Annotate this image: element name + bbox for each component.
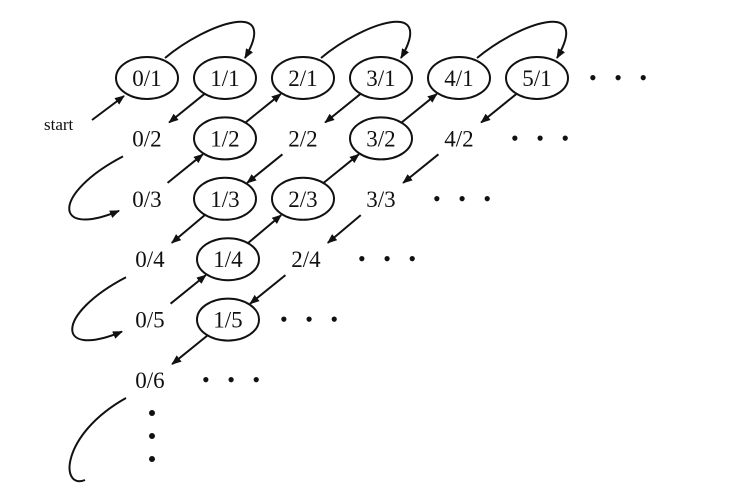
node-2-2: 2/2: [288, 126, 317, 151]
node-label: 0/4: [135, 247, 165, 272]
node-1-5: 1/5: [196, 297, 260, 342]
node-4-2: 4/2: [444, 126, 473, 151]
diagonal-arrow: [400, 93, 438, 124]
node-0-1: 0/1: [115, 56, 179, 100]
start-label: start: [44, 115, 74, 134]
node-circle: [193, 56, 257, 100]
node-circle: [193, 116, 257, 161]
node-label: 1/4: [213, 247, 243, 272]
diagonal-arrow: [322, 153, 360, 184]
node-label: 3/2: [366, 126, 395, 151]
row-ellipsis: • • •: [280, 307, 344, 332]
node-label: 0/1: [132, 66, 161, 91]
node-label: 4/2: [444, 126, 473, 151]
diagonal-arrow: [247, 214, 282, 244]
node-circle: [505, 56, 569, 100]
node-label: 0/3: [132, 187, 161, 212]
node-label: 2/4: [291, 247, 321, 272]
node-0-2: 0/2: [132, 126, 161, 151]
row-ellipsis: • • •: [433, 186, 497, 211]
node-3-1: 3/1: [349, 56, 413, 100]
diagonal-arrow: [324, 93, 362, 124]
node-2-3: 2/3: [271, 176, 335, 221]
node-circle: [193, 176, 257, 221]
top-arc-arrow: [320, 20, 412, 59]
row-ellipsis: • • •: [589, 65, 653, 90]
node-1-4: 1/4: [196, 237, 260, 282]
node-label: 1/2: [210, 126, 239, 151]
diagonal-arrow: [168, 93, 206, 124]
left-arc-arrow: [68, 155, 124, 221]
continuing-arc: [68, 397, 127, 483]
node-label: 2/1: [288, 66, 317, 91]
node-0-3: 0/3: [132, 187, 161, 212]
node-circle: [427, 56, 491, 100]
node-1-3: 1/3: [193, 176, 257, 221]
node-label: 5/1: [522, 66, 551, 91]
diagonal-arrow: [402, 153, 440, 184]
node-label: 3/3: [366, 187, 395, 212]
diagonal-arrow: [480, 93, 518, 124]
node-circle: [196, 237, 260, 282]
node-label: 0/2: [132, 126, 161, 151]
diagonal-arrow: [246, 153, 284, 184]
diagonal-arrow: [169, 274, 207, 305]
node-circle: [115, 56, 179, 100]
row-ellipsis: • • •: [358, 246, 422, 271]
node-1-2: 1/2: [193, 116, 257, 161]
node-circle: [196, 297, 260, 342]
top-arc-arrow: [164, 20, 256, 59]
node-circle: [271, 56, 335, 100]
node-circle: [349, 56, 413, 100]
diagonal-arrow: [171, 214, 206, 244]
node-label: 4/1: [444, 66, 473, 91]
node-label: 1/5: [213, 308, 242, 333]
node-5-1: 5/1: [505, 56, 569, 100]
node-label: 3/1: [366, 66, 395, 91]
top-arc-arrow: [476, 20, 568, 59]
node-label: 0/5: [135, 308, 164, 333]
node-4-1: 4/1: [427, 56, 491, 100]
node-circle: [271, 176, 335, 221]
left-arc-arrow: [71, 276, 127, 342]
arrows: [68, 20, 568, 483]
diagonal-arrow: [244, 93, 282, 124]
node-2-4: 2/4: [291, 247, 321, 272]
diagonal-arrow: [327, 214, 362, 244]
row-ellipsis: • • •: [202, 367, 266, 392]
nodes: 0/1 1/1 2/1 3/1 4/1 5/1 0/2 1/2 2/2 3/2 4/2 0/3 1/3 2…: [115, 56, 569, 393]
node-1-1: 1/1: [193, 56, 257, 100]
node-0-6: 0/6: [135, 368, 164, 393]
node-2-1: 2/1: [271, 56, 335, 100]
node-label: 2/2: [288, 126, 317, 151]
start-arrow: [91, 95, 125, 121]
vertical-ellipsis-dot: [149, 433, 155, 439]
node-3-2: 3/2: [349, 116, 413, 161]
row-ellipsis: • • •: [511, 125, 575, 150]
node-0-5: 0/5: [135, 308, 164, 333]
node-circle: [349, 116, 413, 161]
ellipses: • • • • • • • • • • • • • • • • • •: [149, 65, 653, 462]
node-0-4: 0/4: [135, 247, 165, 272]
vertical-ellipsis-dot: [149, 456, 155, 462]
diagonal-arrow: [249, 274, 287, 305]
node-label: 2/3: [288, 187, 317, 212]
node-label: 0/6: [135, 368, 164, 393]
node-label: 1/1: [210, 66, 239, 91]
diagonal-arrow: [171, 334, 209, 365]
diagonal-arrow: [166, 153, 204, 184]
node-3-3: 3/3: [366, 187, 395, 212]
vertical-ellipsis-dot: [149, 410, 155, 416]
node-label: 1/3: [210, 187, 239, 212]
